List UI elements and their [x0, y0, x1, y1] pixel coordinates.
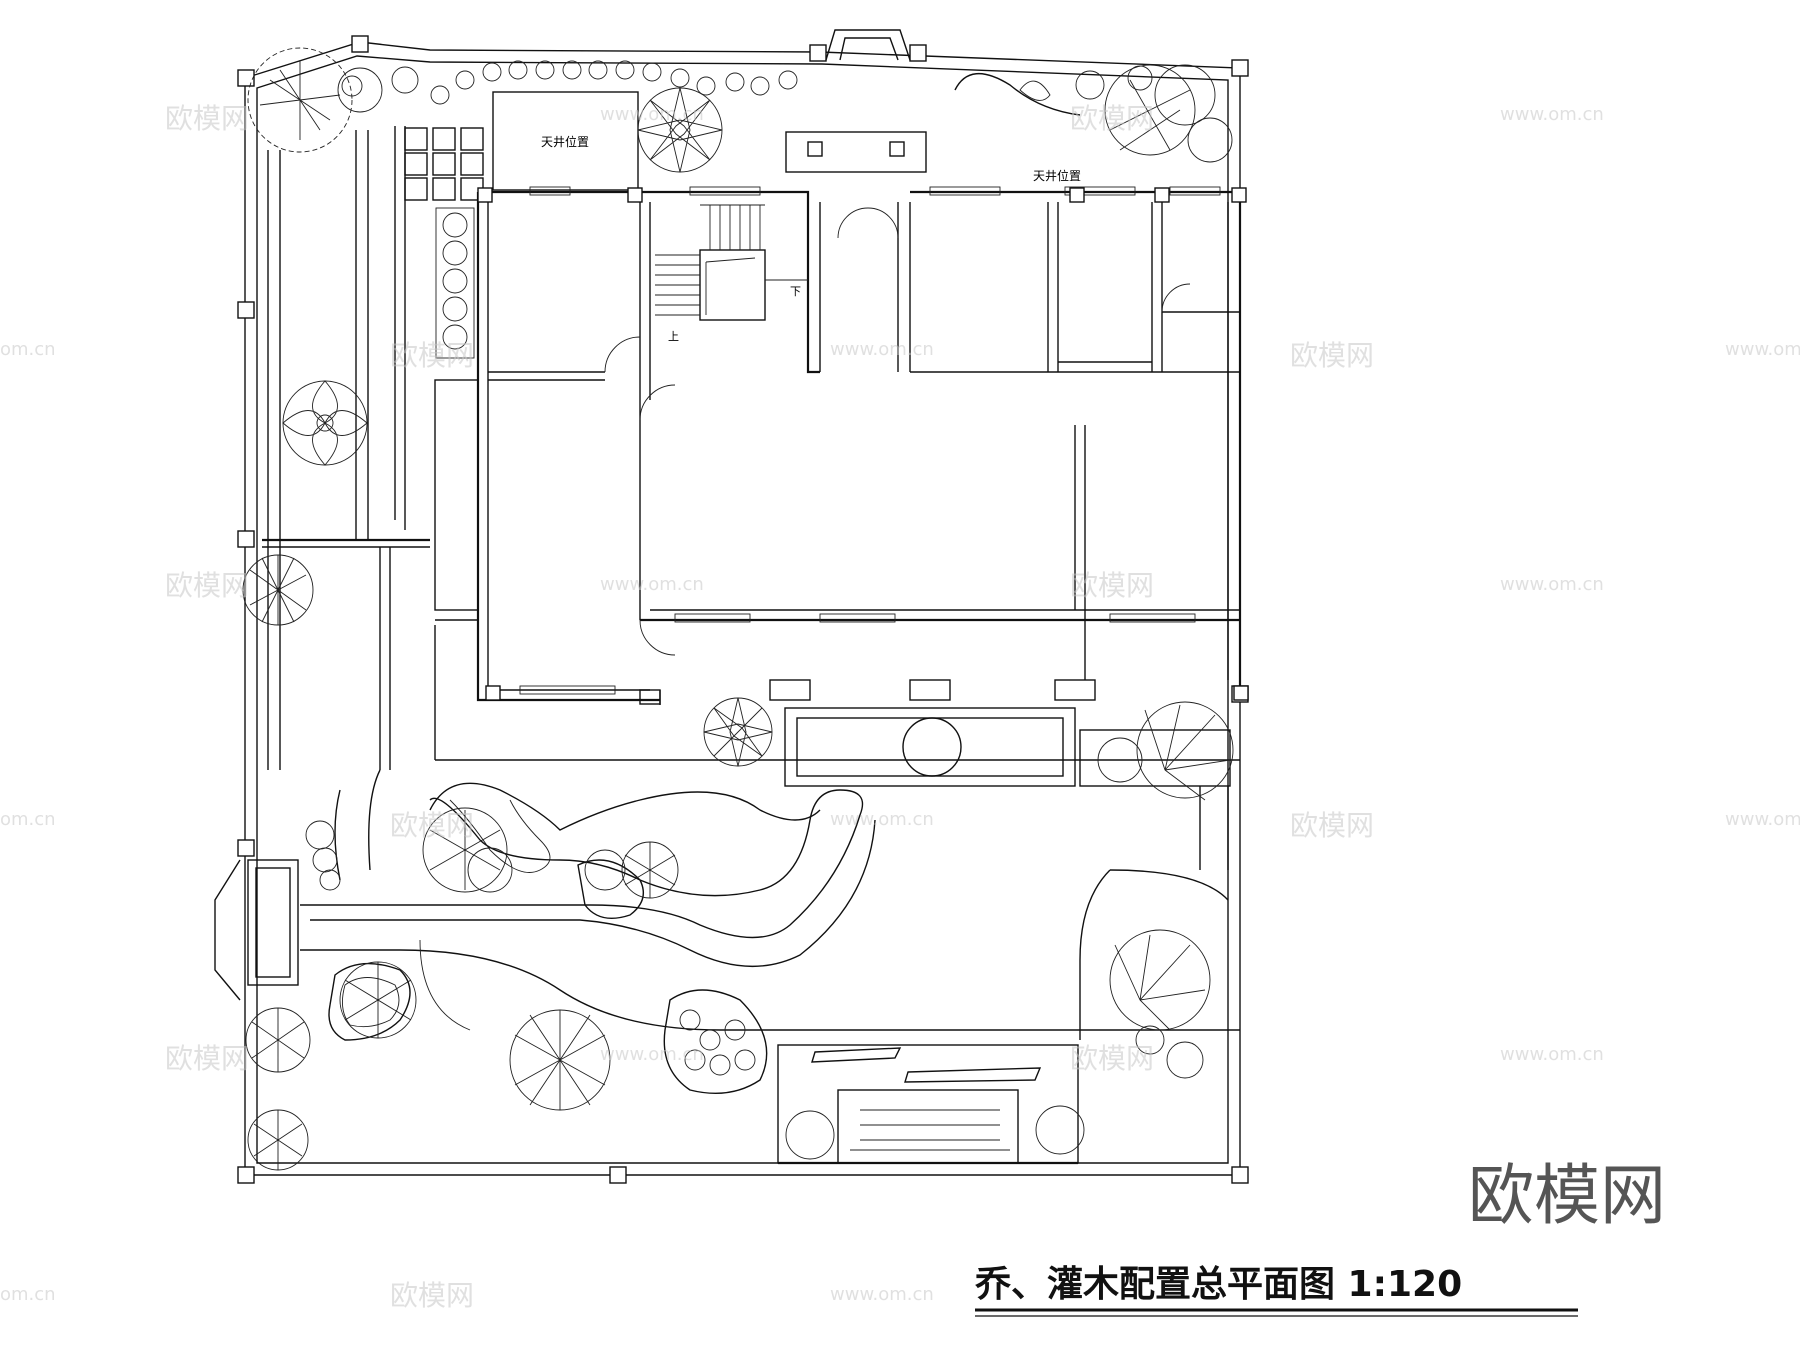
tree-west-low-2: [247, 1109, 309, 1171]
south-terrace-planter: [784, 707, 1231, 870]
watermark-url-partial: om.cn: [0, 809, 56, 830]
curved-pond: [300, 782, 1240, 1040]
watermark-brand: 欧模网: [1070, 569, 1154, 602]
watermark-url: www.om.cn: [1500, 574, 1604, 595]
watermarks: 欧模网 欧模网 欧模网 欧模网 欧模网 欧模网 欧模网 欧模网 欧模网 欧模网 …: [0, 102, 1800, 1312]
shrub-column-west: [435, 207, 475, 359]
watermark-brand: 欧模网: [1290, 809, 1374, 842]
watermark-brand: 欧模网: [165, 569, 249, 602]
shrub-cluster-lawn: [679, 1009, 756, 1076]
skylight-left-label: 天井位置: [541, 134, 589, 149]
site-boundary-fence: [237, 35, 1249, 1184]
watermark-url: www.om.cn: [830, 809, 934, 830]
watermark-brand: 欧模网: [1290, 339, 1374, 372]
trees-ne-cluster: [954, 64, 1233, 163]
watermark-url: www.om.cn: [600, 574, 704, 595]
watermark-url: www.om.cn: [600, 1044, 704, 1065]
staircase: 上 下: [655, 204, 808, 343]
tree-nw-large: [247, 47, 383, 153]
watermark-brand: 欧模网: [390, 1279, 474, 1312]
stair-up-label: 上: [668, 330, 679, 343]
shrub-row-north: [391, 60, 798, 105]
watermark-url: www.om.cn: [830, 339, 934, 360]
skylight-left-box: 天井位置: [492, 91, 639, 191]
watermark-url: www.om.cn: [1500, 1044, 1604, 1065]
tree-garden-mid: [584, 841, 679, 899]
tree-garden-left: [422, 807, 513, 893]
watermark-url: www.om.cn: [1725, 339, 1800, 360]
trees-and-shrubs: [242, 47, 1234, 1171]
planting-beds: [214, 859, 1079, 1165]
house-floor-plan: [434, 186, 1249, 761]
watermark-brand: 欧模网: [165, 1042, 249, 1075]
drawing-title: 乔、灌木配置总平面图 1:120: [975, 1264, 1462, 1305]
stepping-stones-grid: [404, 127, 484, 201]
west-walkway: [262, 126, 430, 881]
watermark-url: www.om.cn: [830, 1284, 934, 1305]
watermark-brand: 欧模网: [1070, 1042, 1154, 1075]
tree-star-terrace: [703, 697, 773, 767]
tree-fan-east-lower: [1109, 929, 1211, 1079]
watermark-url: www.om.cn: [1500, 104, 1604, 125]
watermark-url-partial: om.cn: [0, 1284, 56, 1305]
entrance-gate: [785, 29, 927, 173]
watermark-brand: 欧模网: [390, 809, 474, 842]
shrubs-west-path: [305, 820, 341, 891]
watermark-brand: 欧模网: [165, 102, 249, 135]
watermark-brand: 欧模网: [390, 339, 474, 372]
watermark-url-partial: om.cn: [0, 339, 56, 360]
drawing-title-block: 乔、灌木配置总平面图 1:120: [975, 1264, 1578, 1317]
tree-lawn-center: [509, 1009, 611, 1111]
brand-logo-text: 欧模网: [1468, 1157, 1666, 1234]
watermark-url: www.om.cn: [600, 104, 704, 125]
skylight-right-label: 天井位置: [1033, 168, 1081, 183]
watermark-url: www.om.cn: [1725, 809, 1800, 830]
tree-pinwheel-west: [282, 380, 368, 466]
shrubs-flank-fountain: [785, 1105, 1085, 1160]
tree-west-mid: [242, 554, 314, 626]
tree-fan-east-upper: [1097, 701, 1234, 801]
stair-down-label: 下: [790, 285, 801, 298]
tree-lawn-pond: [339, 961, 417, 1039]
tree-west-low-1: [245, 1007, 311, 1073]
tree-star-north: [637, 87, 723, 173]
watermark-brand: 欧模网: [1070, 102, 1154, 135]
